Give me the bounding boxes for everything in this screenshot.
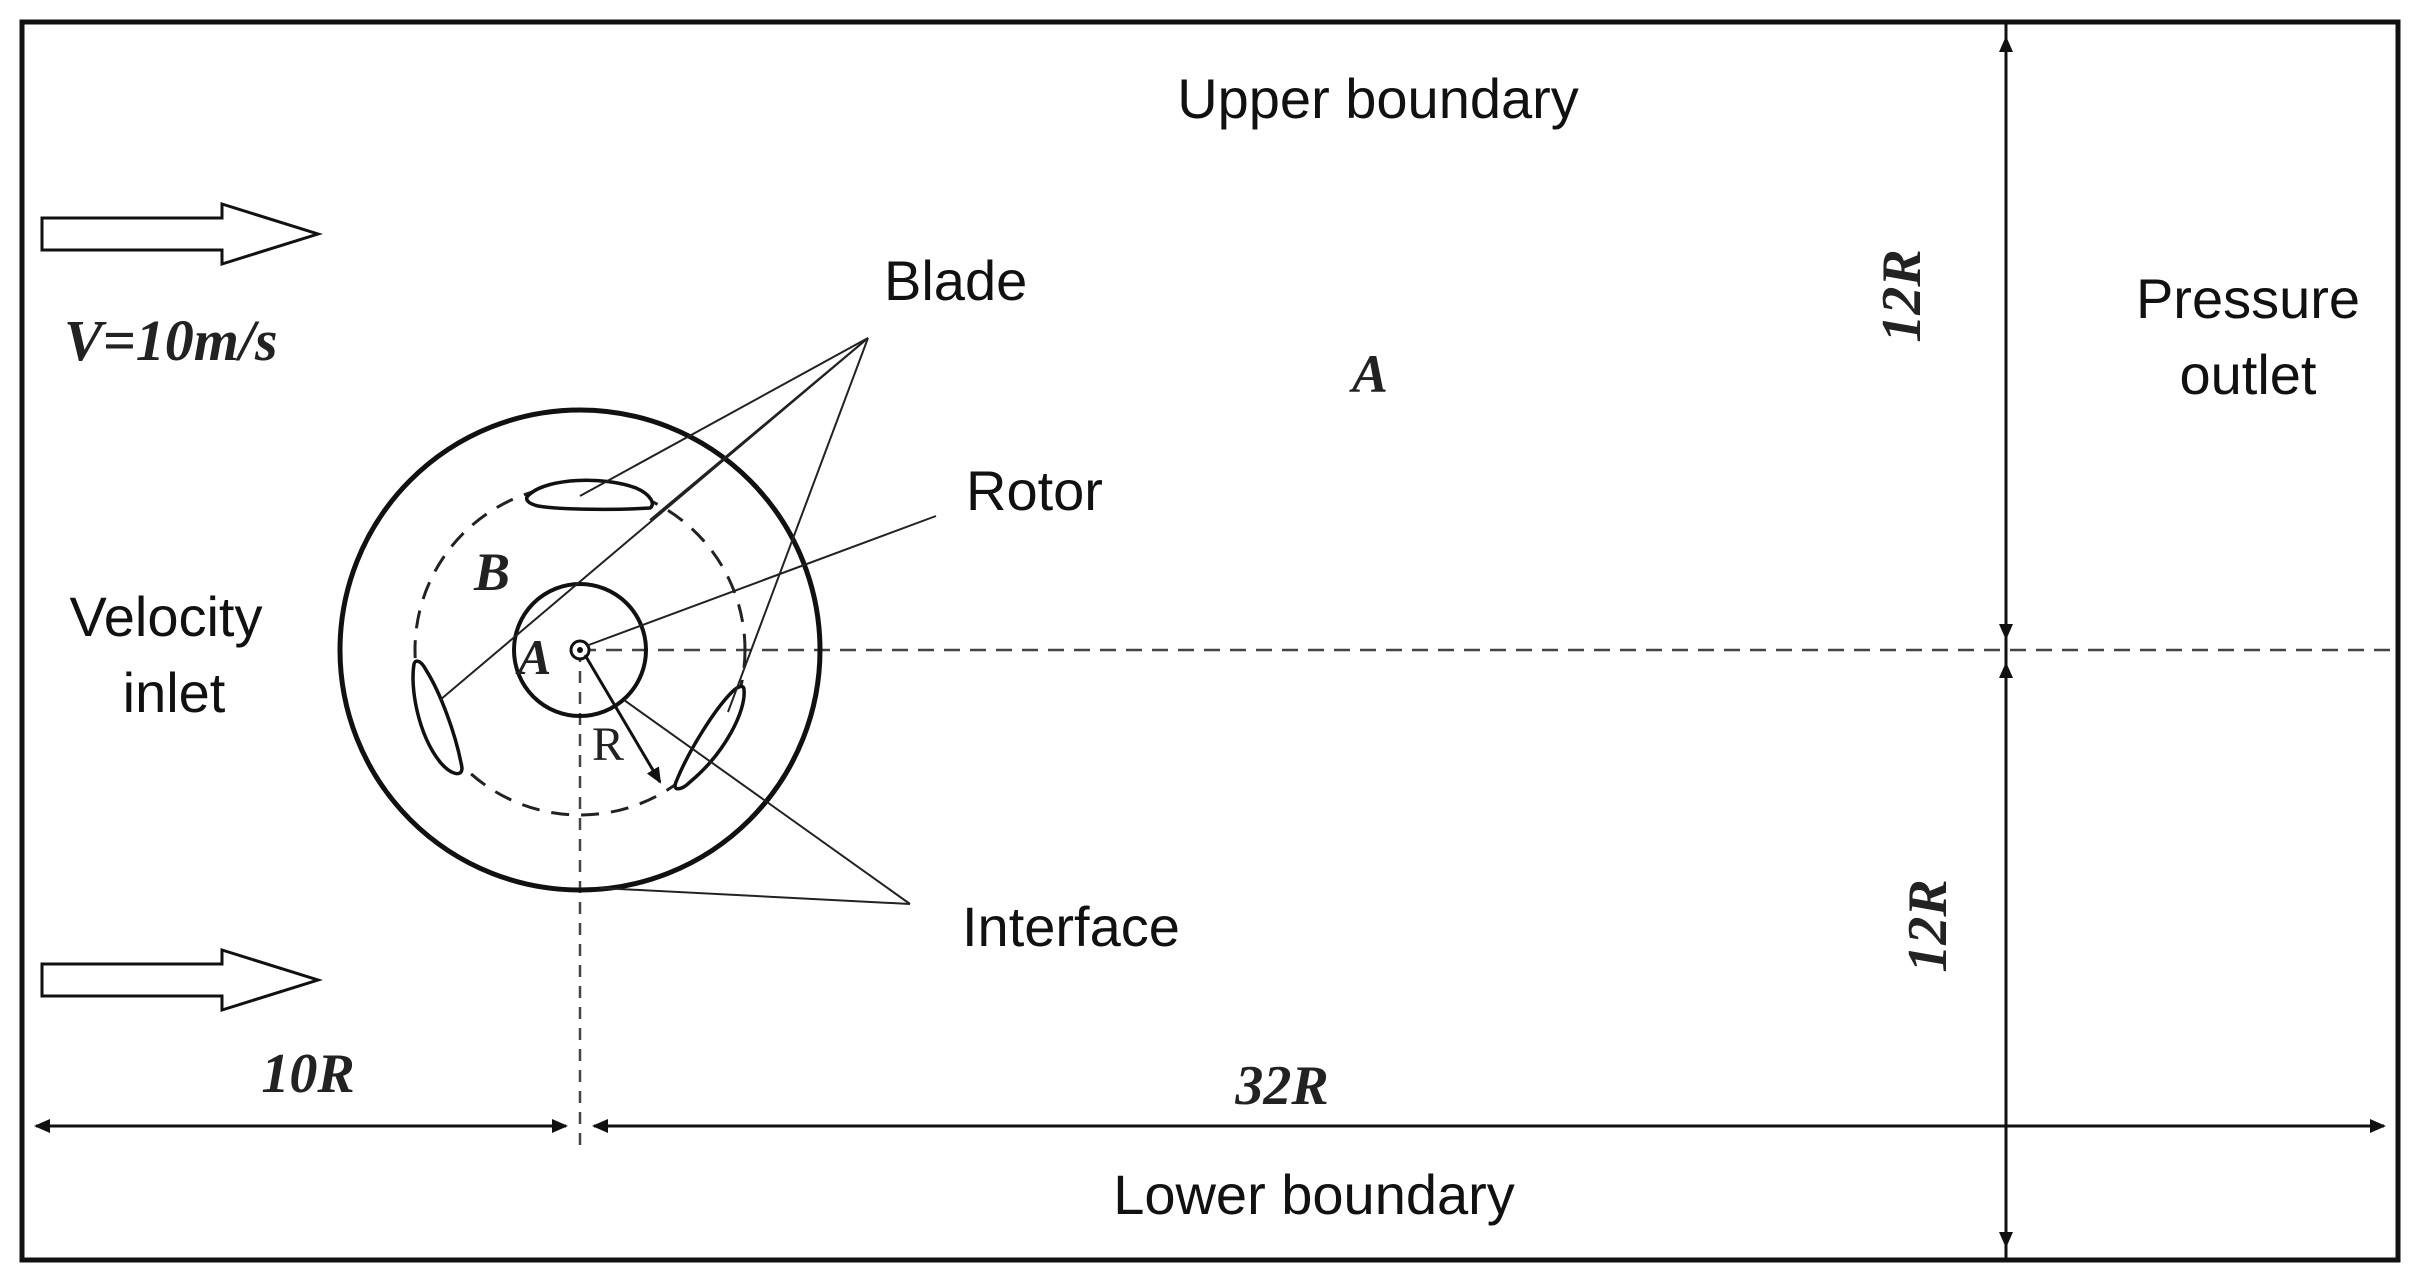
blade-top bbox=[525, 478, 655, 512]
region-a-outer-label: A bbox=[1349, 344, 1388, 404]
velocity-value-label: V=10m/s bbox=[64, 308, 278, 373]
region-a-inner-label: A bbox=[515, 629, 551, 685]
rotor-label: Rotor bbox=[966, 459, 1103, 522]
velocity-inlet-label-line2: inlet bbox=[123, 661, 226, 724]
interface-circle-inner bbox=[512, 582, 648, 718]
interface-label: Interface bbox=[962, 895, 1180, 958]
pressure-outlet-label-line2: outlet bbox=[2180, 343, 2317, 406]
dimension-12r-upper-label: 12R bbox=[1871, 249, 1933, 342]
lower-boundary-label: Lower boundary bbox=[1113, 1163, 1515, 1226]
blade-leader-1 bbox=[579, 337, 869, 497]
interface-leader-1 bbox=[623, 699, 911, 905]
rotor-shaft-center bbox=[577, 647, 583, 653]
radius-label: R bbox=[592, 718, 624, 771]
upper-boundary-label: Upper boundary bbox=[1177, 67, 1579, 130]
blade-leader-4 bbox=[649, 337, 869, 521]
inflow-arrow-bottom bbox=[40, 947, 324, 1013]
blade-leader-3 bbox=[727, 337, 869, 713]
velocity-inlet-label-line1: Velocity bbox=[70, 585, 263, 648]
dimension-12r-lower-label: 12R bbox=[1897, 879, 1959, 972]
dimension-32r-label: 32R bbox=[1234, 1055, 1328, 1117]
region-b-label: B bbox=[473, 542, 510, 602]
radius-arrow bbox=[583, 654, 662, 784]
blade-right bbox=[673, 684, 746, 791]
dimension-10r-label: 10R bbox=[261, 1043, 354, 1105]
blade-label: Blade bbox=[884, 249, 1027, 312]
inflow-arrow-top bbox=[40, 201, 324, 267]
rotor-leader bbox=[585, 515, 937, 647]
pressure-outlet-label-line1: Pressure bbox=[2136, 267, 2360, 330]
interface-circle-outer bbox=[337, 407, 823, 893]
blade-left bbox=[411, 659, 464, 776]
interface-leader-2 bbox=[599, 887, 911, 905]
rotor-orbit-circle bbox=[413, 483, 747, 817]
domain-border bbox=[19, 19, 2401, 1263]
